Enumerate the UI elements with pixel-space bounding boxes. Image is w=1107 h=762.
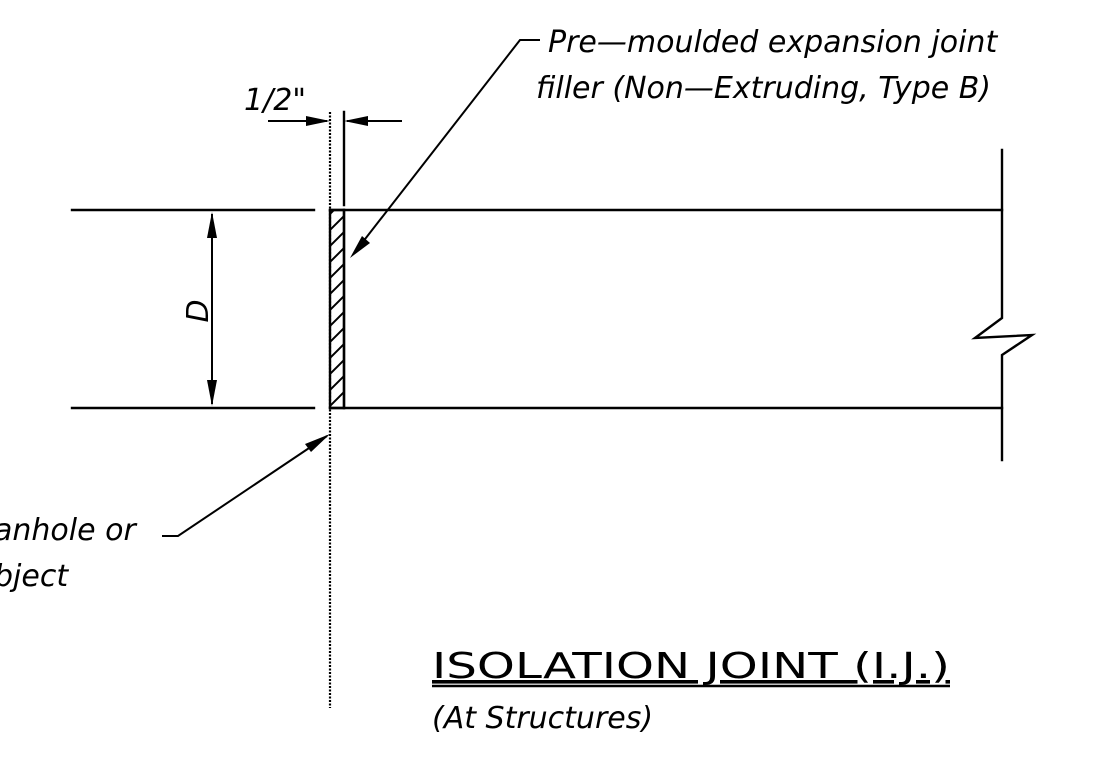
gap-dimension-label: 1/2" bbox=[244, 83, 306, 118]
structure-label-line1: anhole or bbox=[0, 513, 137, 548]
drawing-title: ISOLATION JOINT (I.J.) bbox=[432, 646, 950, 687]
left-slab bbox=[70, 208, 316, 410]
filler-label-line1: Pre—moulded expansion joint bbox=[548, 25, 998, 60]
break-line bbox=[971, 148, 1037, 462]
joint-filler bbox=[328, 208, 346, 410]
structure-label-line2: bject bbox=[0, 559, 69, 594]
depth-label: D bbox=[181, 299, 216, 322]
filler-label-line2: filler (Non—Extruding, Type B) bbox=[536, 71, 991, 106]
structure-leader bbox=[162, 434, 330, 537]
filler-leader bbox=[350, 39, 540, 258]
gap-dimension: 1/2" bbox=[244, 83, 402, 207]
right-slab bbox=[328, 208, 1004, 410]
drawing-subtitle: (At Structures) bbox=[432, 701, 653, 736]
depth-dimension: D bbox=[181, 212, 217, 406]
